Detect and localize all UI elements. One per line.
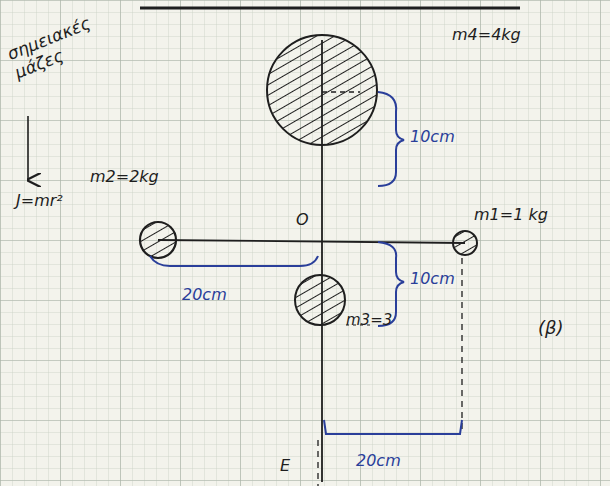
figure-label: (β)	[538, 318, 564, 339]
pointer-arrow	[27, 116, 29, 180]
dimension-label: 20cm	[182, 286, 227, 304]
point-label: O	[296, 211, 309, 229]
dimension-label: 10cm	[410, 270, 455, 288]
mass-label: m1=1 kg	[474, 206, 548, 224]
note-text: σημειακές μάζες	[5, 4, 123, 82]
mass-m2	[140, 222, 176, 258]
horizontal-rod	[158, 240, 465, 243]
dimension-label: 10cm	[410, 128, 455, 146]
point-label: O	[296, 211, 309, 229]
dimension-brace	[378, 92, 404, 186]
mass-label: m2=2kg	[90, 168, 159, 186]
axis-label: E	[280, 457, 290, 475]
page-line	[140, 7, 520, 10]
mass-label: m3=3	[346, 312, 392, 329]
mass-m4	[267, 35, 377, 145]
dimension-label: 10cm	[410, 128, 455, 146]
dimension-bracket	[324, 420, 462, 434]
dimension-label: 20cm	[182, 286, 227, 304]
formula-label: J=mr²	[16, 192, 63, 210]
note-text: σημειακές μάζες	[5, 4, 123, 82]
dashed-guide	[317, 440, 318, 486]
figure-label: (β)	[538, 318, 564, 339]
mass-label: m4=4kg	[452, 26, 521, 44]
mass-label: m2=2kg	[90, 168, 159, 186]
dimension-line	[150, 256, 318, 266]
dimension-label: 20cm	[356, 452, 401, 470]
dashed-guide	[322, 91, 360, 92]
mass-m1	[453, 231, 477, 255]
dashed-guide	[461, 258, 462, 430]
mass-m3	[295, 275, 345, 325]
mass-label: m4=4kg	[452, 26, 521, 44]
mass-label: m3=3	[346, 312, 392, 329]
dimension-label: 10cm	[410, 270, 455, 288]
mass-label: m1=1 kg	[474, 206, 548, 224]
formula-label: J=mr²	[16, 192, 63, 210]
dimension-label: 20cm	[356, 452, 401, 470]
axis-label: E	[280, 457, 290, 475]
